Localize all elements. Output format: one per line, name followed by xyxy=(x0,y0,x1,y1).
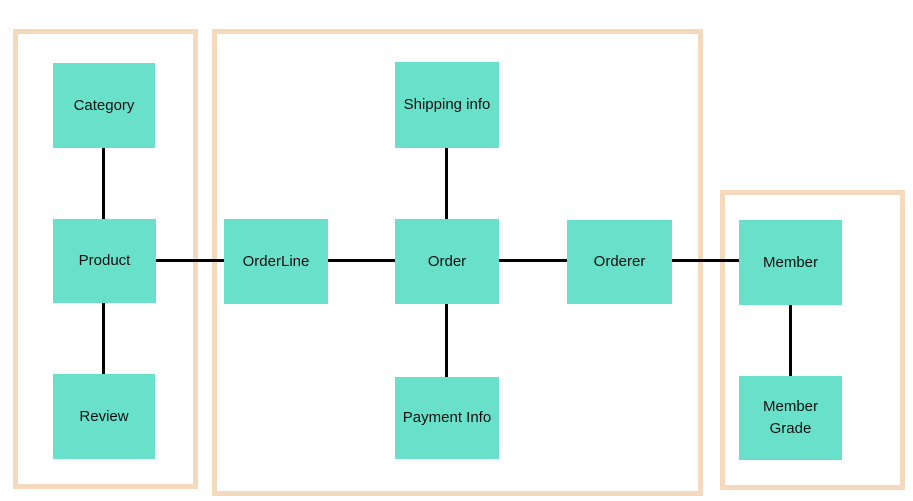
node-product: Product xyxy=(53,219,156,303)
node-orderline: OrderLine xyxy=(224,219,328,304)
node-order: Order xyxy=(395,219,499,304)
node-review: Review xyxy=(53,374,155,459)
connector-shippinginfo-order xyxy=(445,148,448,220)
node-payment-info: Payment Info xyxy=(395,377,499,459)
connector-order-orderer xyxy=(498,259,568,262)
node-orderer: Orderer xyxy=(567,220,672,304)
node-category: Category xyxy=(53,63,155,148)
node-shipping-info: Shipping info xyxy=(395,62,499,148)
connector-orderline-order xyxy=(327,259,396,262)
connector-category-product xyxy=(102,148,105,220)
group-member-context xyxy=(720,190,905,490)
connector-product-review xyxy=(102,303,105,375)
group-order-context xyxy=(212,29,703,496)
connector-member-membergrade xyxy=(789,304,792,377)
connector-orderer-member xyxy=(671,259,740,262)
connector-product-orderline xyxy=(155,259,225,262)
node-member: Member xyxy=(739,220,842,305)
connector-order-paymentinfo xyxy=(445,303,448,378)
node-member-grade: Member Grade xyxy=(739,376,842,460)
